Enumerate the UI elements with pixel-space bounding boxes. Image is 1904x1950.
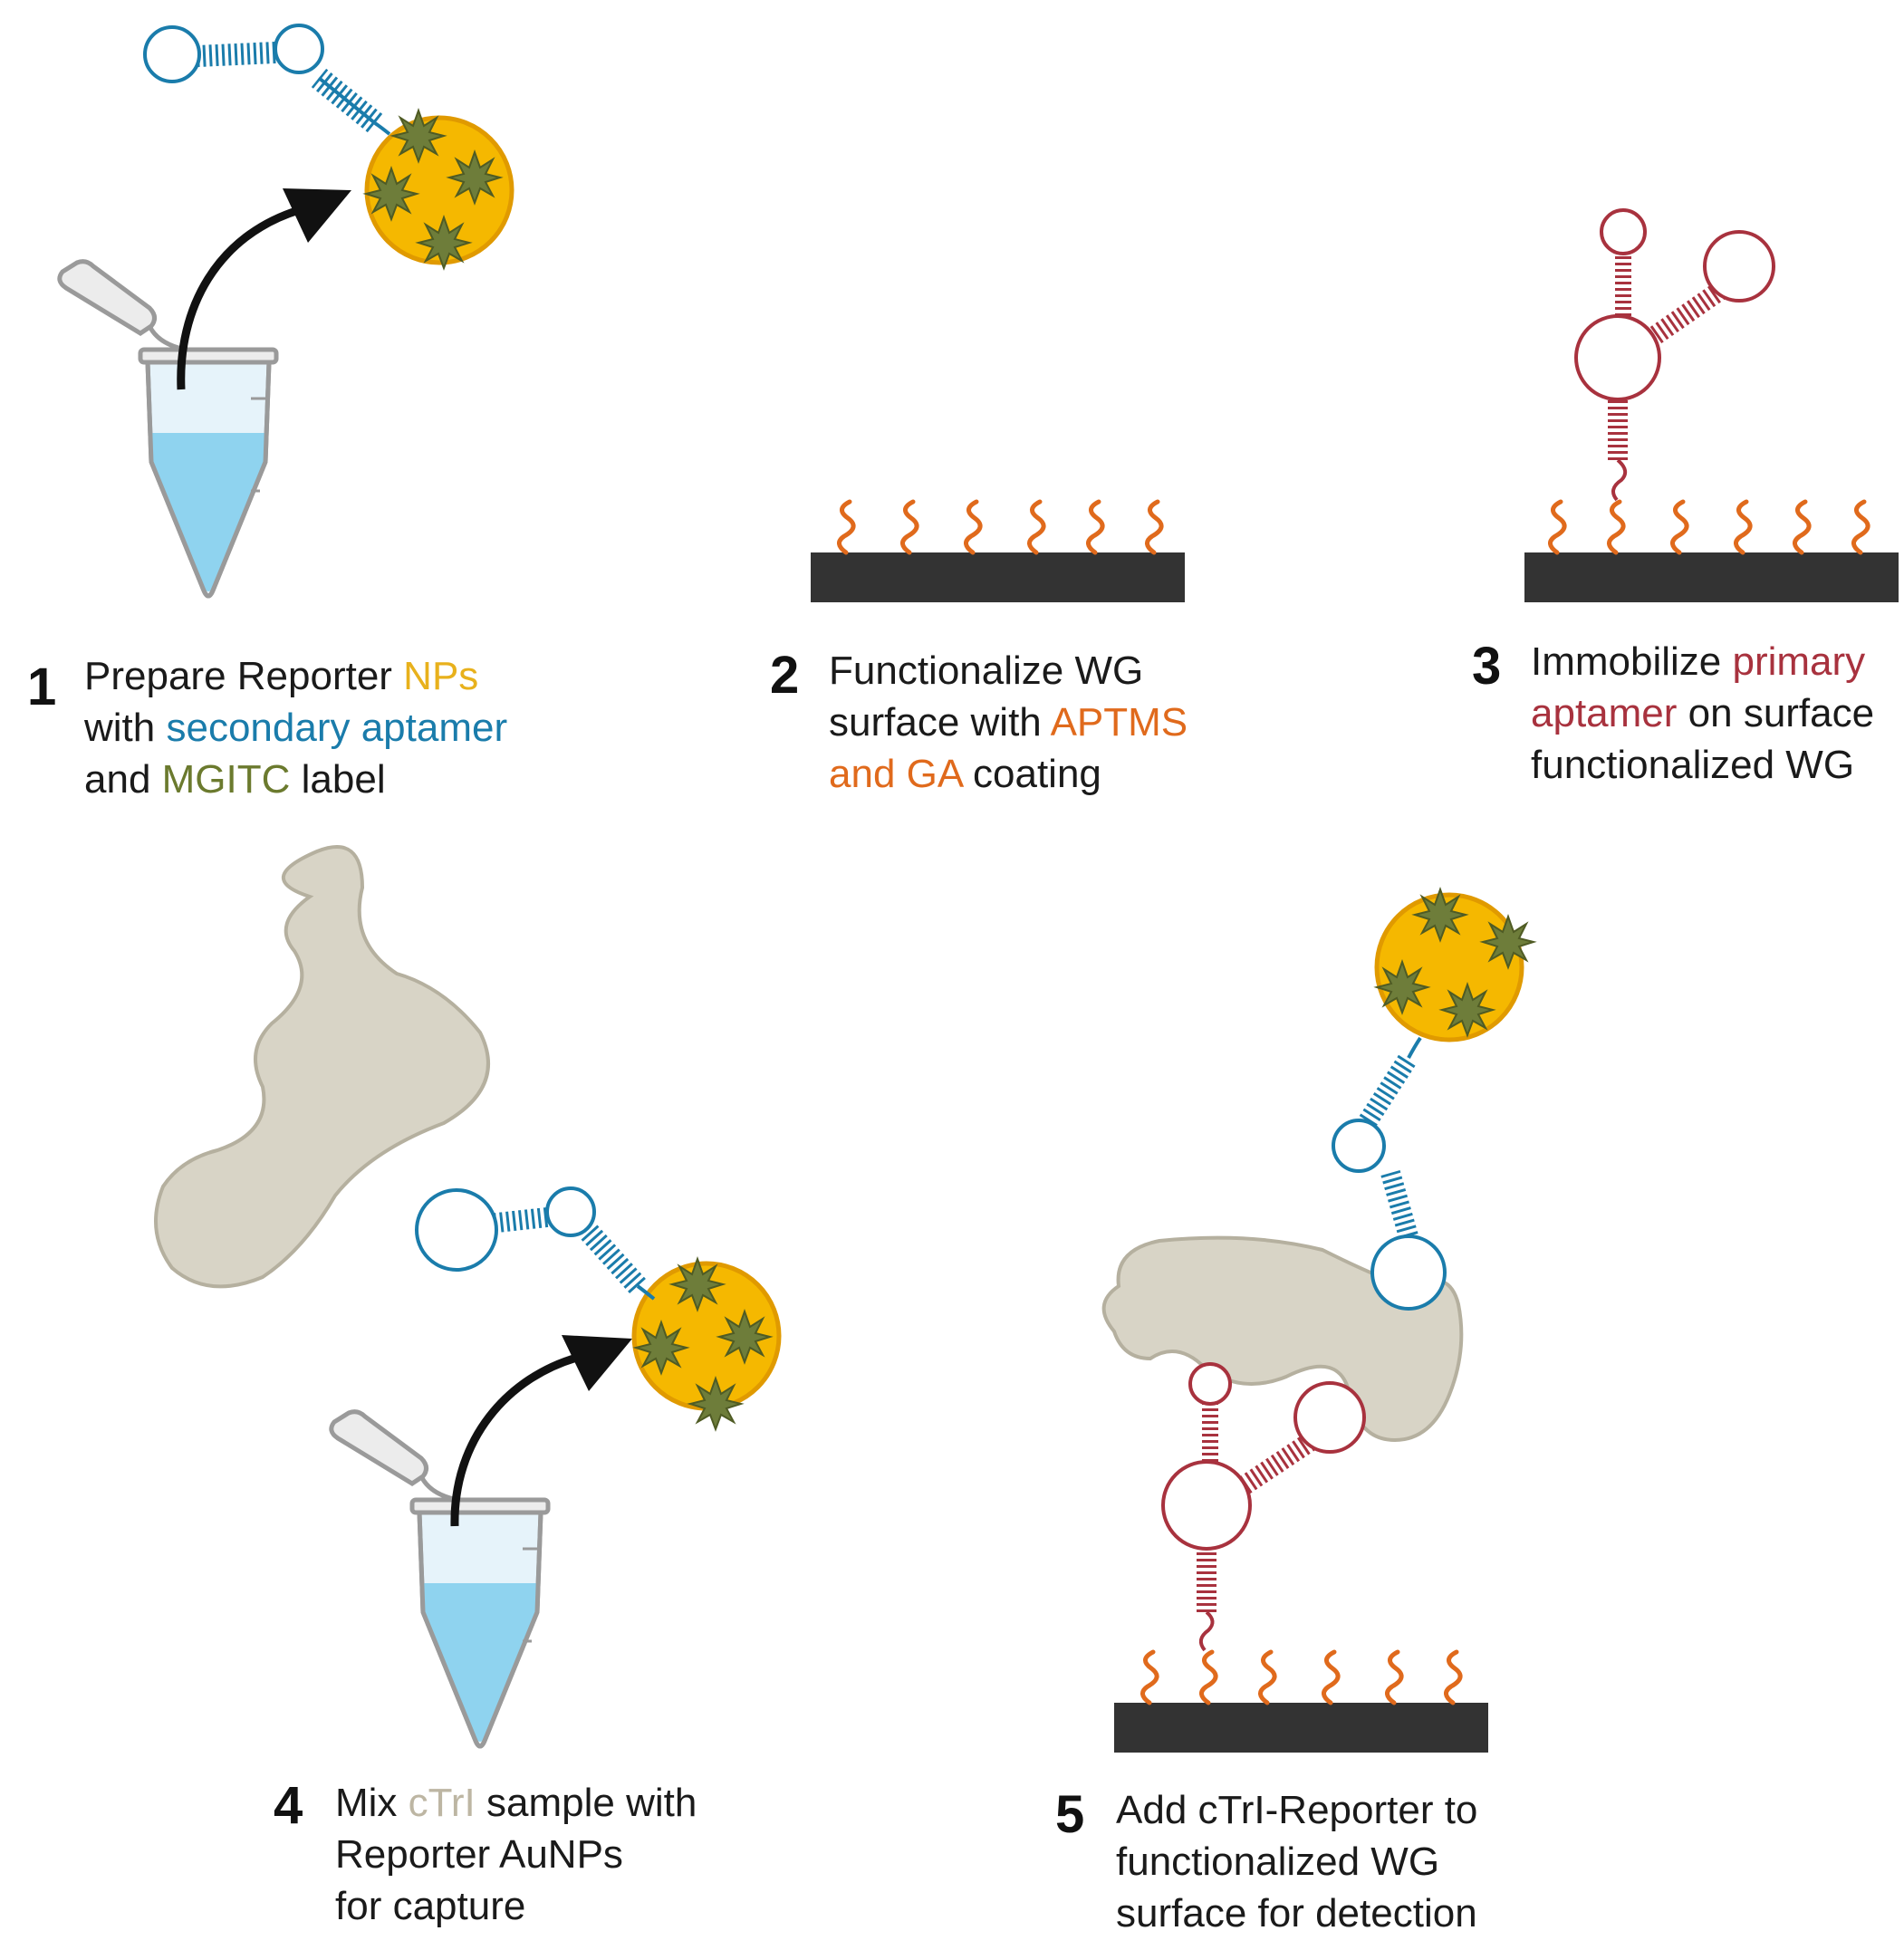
gold-nanoparticle-icon (364, 110, 514, 269)
step3-caption: Immobilize primary aptamer on surface fu… (1531, 639, 1875, 787)
step4-illustration (154, 845, 782, 1746)
step-number: 2 (770, 646, 800, 705)
step-number: 5 (1055, 1785, 1085, 1844)
protein-icon (1101, 1235, 1464, 1443)
step-number: 4 (274, 1776, 303, 1835)
secondary-aptamer-icon (143, 24, 391, 136)
waveguide-substrate-icon (811, 552, 1185, 602)
curved-arrow-icon (450, 1335, 632, 1527)
step1-caption: Prepare Reporter NPs with secondary apta… (84, 654, 508, 802)
secondary-aptamer-icon (415, 1186, 656, 1301)
microcentrifuge-tube-icon (60, 262, 276, 596)
primary-aptamer-icon (1161, 1362, 1366, 1652)
gold-nanoparticle-icon (1374, 889, 1534, 1042)
microcentrifuge-tube-icon (332, 1412, 548, 1746)
waveguide-substrate-icon (1114, 1703, 1488, 1753)
step5-caption: Add cTrI-Reporter to functionalized WG s… (1116, 1788, 1478, 1936)
step-number: 1 (27, 658, 57, 716)
step1-illustration (60, 24, 514, 596)
secondary-aptamer-icon (1332, 1036, 1447, 1311)
step-number: 3 (1472, 637, 1502, 696)
primary-aptamer-icon (1574, 208, 1775, 502)
step2-illustration (811, 502, 1185, 602)
curved-arrow-icon (177, 188, 351, 390)
step3-illustration (1524, 208, 1899, 602)
gold-nanoparticle-icon (631, 1258, 782, 1430)
step2-caption: Functionalize WG surface with APTMS and … (829, 648, 1188, 796)
step5-illustration (1101, 889, 1534, 1753)
step4-caption: Mix cTrI sample with Reporter AuNPs for … (335, 1781, 697, 1928)
protein-icon (154, 845, 490, 1289)
waveguide-substrate-icon (1524, 552, 1899, 602)
